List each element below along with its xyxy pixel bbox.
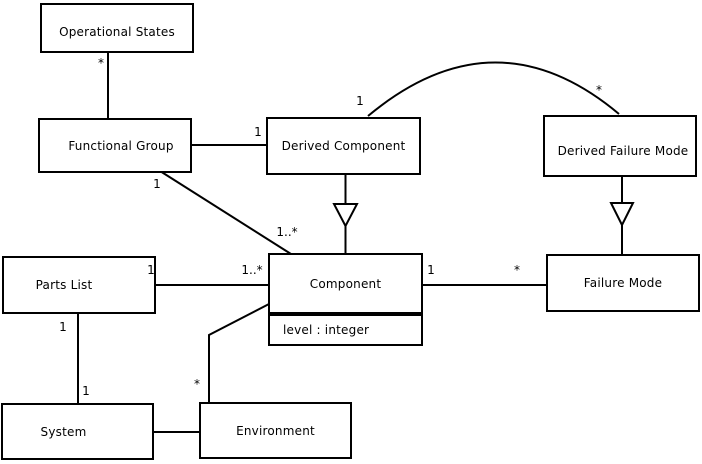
- class-functional-group: Functional Group: [38, 118, 192, 173]
- association-component-environment: [208, 303, 270, 403]
- multiplicity-arc-derived-failure-mode: *: [596, 83, 602, 97]
- multiplicity-arc-derived-component: 1: [356, 94, 364, 108]
- class-derived-component: Derived Component: [266, 117, 421, 175]
- class-name: Environment: [236, 423, 315, 438]
- class-environment: Environment: [199, 402, 352, 459]
- multiplicity-derived-component: 1: [254, 125, 262, 139]
- multiplicity-system-top: 1: [82, 384, 90, 398]
- class-name: Derived Component: [281, 139, 406, 153]
- class-operational-states: Operational States: [40, 3, 194, 53]
- class-component: Component level : integer: [268, 253, 423, 346]
- class-name: Component: [309, 276, 382, 291]
- multiplicity-component-left: 1..*: [241, 263, 263, 277]
- class-parts-list: Parts List: [2, 256, 156, 314]
- multiplicity-functional-group-diagonal: 1: [153, 177, 161, 191]
- class-attribute-compartment: level : integer: [270, 316, 421, 344]
- multiplicity-component-diagonal: 1..*: [276, 225, 298, 239]
- class-name-compartment: Component: [270, 255, 421, 316]
- generalization-triangle-icon-component: [332, 203, 359, 229]
- multiplicity-failure-mode: *: [514, 263, 520, 277]
- multiplicity-parts-list: 1: [147, 263, 155, 277]
- class-name: Derived Failure Mode: [557, 144, 689, 158]
- multiplicity-component-right: 1: [427, 263, 435, 277]
- association-arc-derived-component-derived-failure-mode: [367, 61, 620, 117]
- multiplicity-parts-list-bottom: 1: [59, 320, 67, 334]
- class-name: Failure Mode: [583, 276, 663, 290]
- class-name: System: [40, 424, 87, 439]
- class-failure-mode: Failure Mode: [546, 254, 700, 312]
- class-attribute: level : integer: [283, 323, 370, 337]
- multiplicity-operational-states: *: [98, 56, 104, 70]
- association-functional-group-component: [159, 170, 292, 255]
- class-name: Functional Group: [68, 138, 174, 153]
- class-system: System: [1, 403, 154, 460]
- generalization-triangle-icon-failure-mode: [609, 202, 635, 228]
- class-name: Operational States: [59, 25, 175, 39]
- class-name: Parts List: [35, 278, 93, 292]
- class-derived-failure-mode: Derived Failure Mode: [543, 115, 697, 177]
- multiplicity-environment: *: [194, 377, 200, 391]
